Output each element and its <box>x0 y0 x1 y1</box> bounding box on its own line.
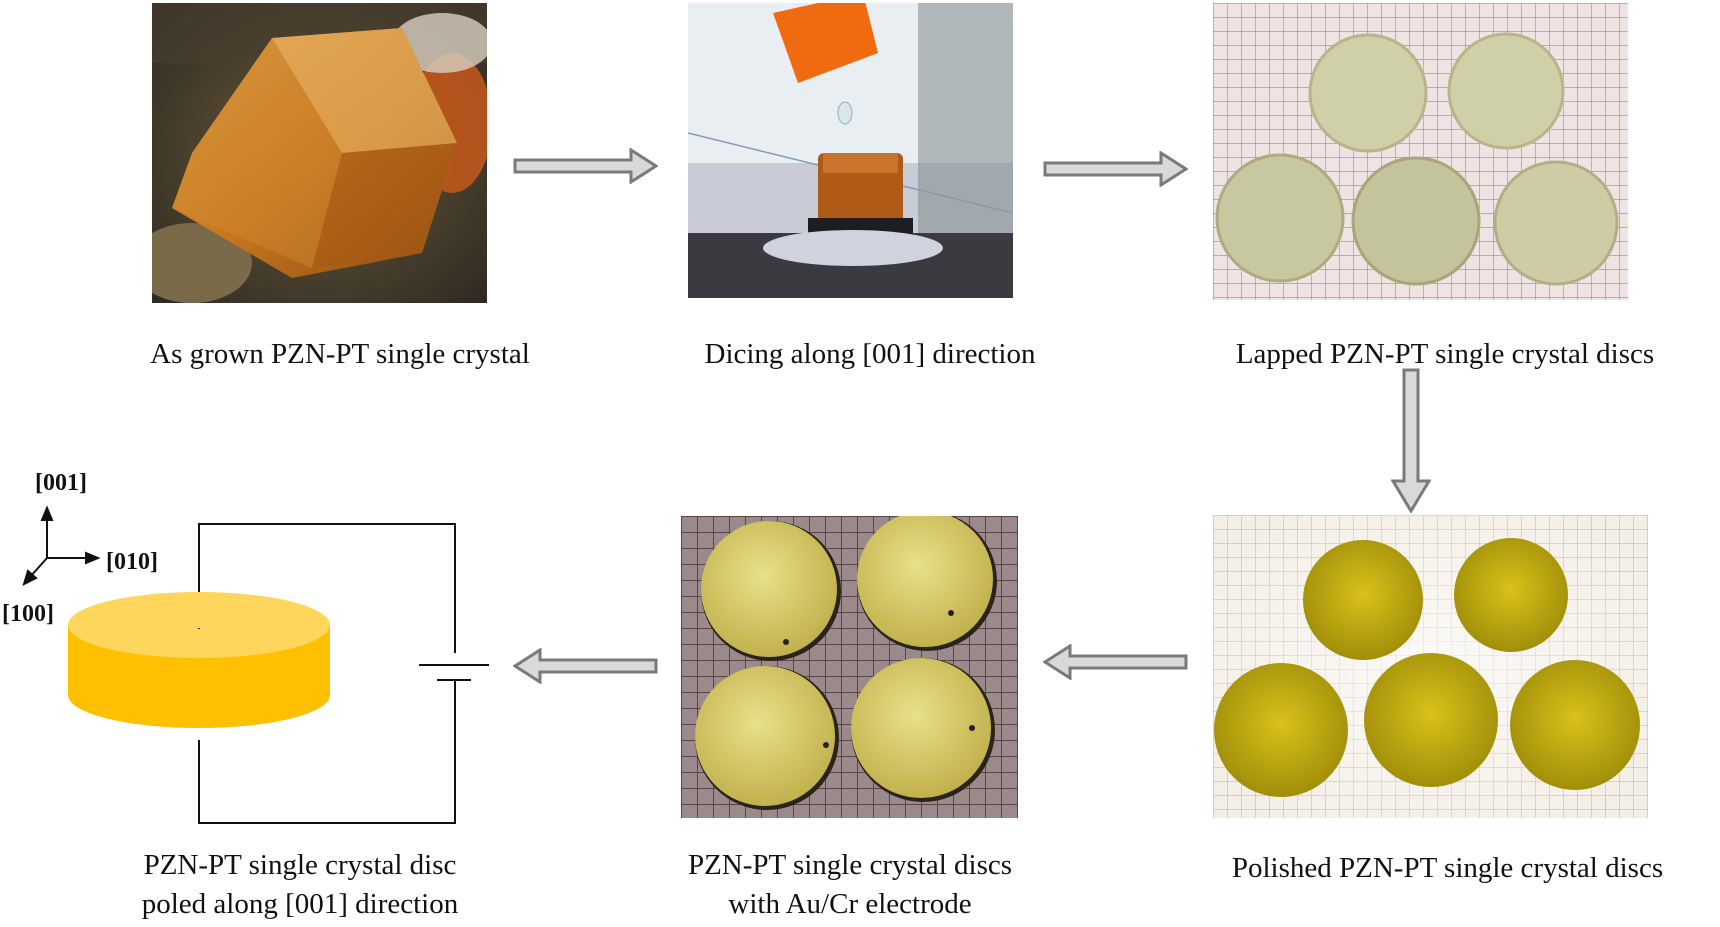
caption-electroded-line2: with Au/Cr electrode <box>728 888 972 920</box>
flow-arrow-5 <box>513 648 658 684</box>
caption-poled: PZN-PT single crystal disc poled along [… <box>20 846 580 924</box>
caption-polished: Polished PZN-PT single crystal discs <box>1231 852 1664 884</box>
dicing-photo <box>688 3 1013 298</box>
electroded-discs-photo <box>681 516 1018 818</box>
polished-discs-photo <box>1213 515 1648 818</box>
caption-as-grown: As grown PZN-PT single crystal <box>150 338 530 370</box>
caption-lapped: Lapped PZN-PT single crystal discs <box>1235 338 1655 370</box>
poled-disc <box>68 592 330 728</box>
poling-schematic <box>0 440 520 840</box>
flow-arrow-4 <box>1043 644 1188 680</box>
flow-arrow-3 <box>1391 368 1431 513</box>
lapped-discs-photo <box>1213 3 1628 300</box>
axis-label-010: [010] <box>106 549 158 575</box>
flow-arrow-2 <box>1043 151 1188 187</box>
caption-electroded: PZN-PT single crystal discs with Au/Cr e… <box>570 846 1130 924</box>
as-grown-crystal-photo <box>152 3 487 303</box>
axis-label-100: [100] <box>2 601 54 627</box>
caption-poled-line1: PZN-PT single crystal disc <box>143 849 457 881</box>
caption-electroded-line1: PZN-PT single crystal discs <box>687 849 1013 881</box>
axis-label-001: [001] <box>35 470 87 496</box>
caption-dicing: Dicing along [001] direction <box>704 338 1036 370</box>
circuit-wire <box>198 523 456 824</box>
axis-triad <box>22 505 101 586</box>
flow-arrow-1 <box>513 148 658 184</box>
caption-poled-line2: poled along [001] direction <box>141 888 459 920</box>
battery-icon <box>419 664 489 681</box>
